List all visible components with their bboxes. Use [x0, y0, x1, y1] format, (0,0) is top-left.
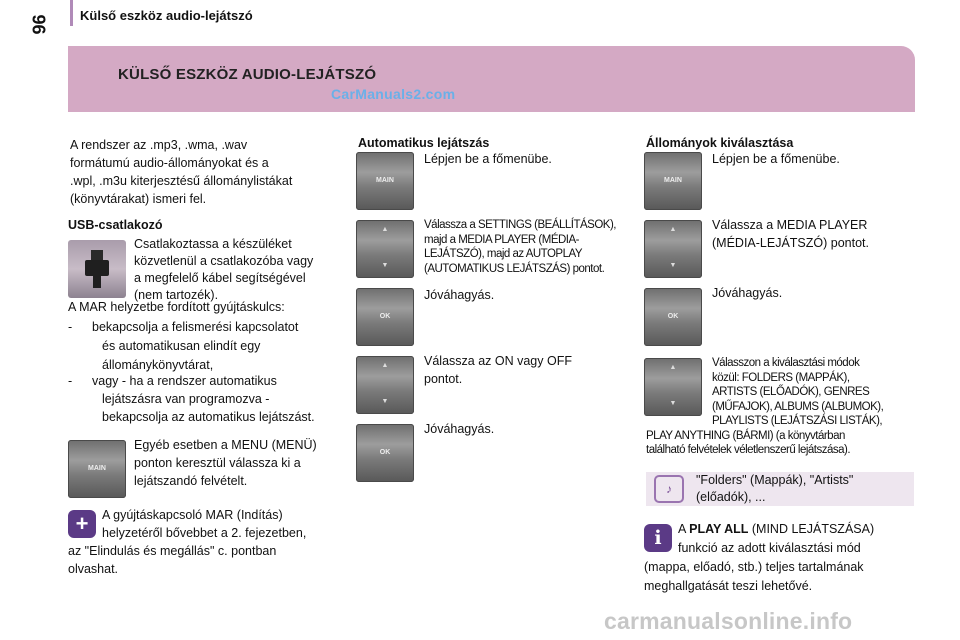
arrow-buttons-image: ▲ ▼ [356, 220, 414, 278]
section-banner: KÜLSŐ ESZKÖZ AUDIO-LEJÁTSZÓ CarManuals2.… [68, 46, 915, 112]
intro-text: A rendszer az .mp3, .wma, .wav formátumú… [70, 138, 293, 206]
auto-step-1: Lépjen be a főmenübe. [424, 152, 552, 166]
info-icon: i [644, 524, 672, 552]
playall-text: A PLAY ALL (MIND LEJÁTSZÁSA) funkció az … [644, 522, 875, 593]
ok-button-image: OK [644, 288, 702, 346]
folders-note-text: "Folders" (Mappák), "Artists" (előadók),… [696, 473, 854, 504]
auto-step-3: Jóváhagyás. [424, 288, 495, 302]
ok-button-image: OK [356, 424, 414, 482]
footer-watermark: carmanualsonline.info [604, 608, 853, 634]
plus-icon: + [68, 510, 96, 538]
auto-step-4: Válassza az ON vagy OFF pontot. [424, 354, 572, 386]
ignition-text: A MAR helyzetbe fordított gyújtáskulcs: [68, 300, 285, 314]
header-title: Külső eszköz audio-lejátszó [80, 8, 253, 23]
arrow-buttons-image: ▲ ▼ [644, 358, 702, 416]
file-step-1: Lépjen be a főmenübe. [712, 152, 840, 166]
page-number: 96 [28, 14, 49, 35]
file-select-heading: Állományok kiválasztása [646, 136, 794, 150]
file-step-3: Jóváhagyás. [712, 286, 783, 300]
arrow-buttons-image: ▲ ▼ [356, 356, 414, 414]
note-text: A gyújtáskapcsoló MAR (Indítás) helyzeté… [68, 508, 307, 576]
bullet-item-1: - bekapcsolja a felismerési kapcsolatot … [68, 320, 299, 372]
usb-heading: USB-csatlakozó [68, 218, 163, 232]
banner-title: KÜLSŐ ESZKÖZ AUDIO-LEJÁTSZÓ [118, 66, 377, 83]
main-button-image: MAIN [68, 440, 126, 498]
auto-step-2: Válassza a SETTINGS (BEÁLLÍTÁSOK), majd … [424, 219, 616, 275]
file-step-4: Válasszon a kiválasztási módok közül: FO… [646, 357, 884, 456]
bullet-marker: - [68, 374, 73, 388]
folders-note-box: ♪ "Folders" (Mappák), "Artists" (előadók… [646, 472, 914, 506]
file-step-2: Válassza a MEDIA PLAYER (MÉDIA-LEJÁTSZÓ)… [712, 218, 869, 250]
main-button-image: MAIN [356, 152, 414, 210]
bullet-marker: - [68, 320, 73, 334]
header-rule [70, 0, 73, 26]
ok-button-image: OK [356, 288, 414, 346]
usb-plug-icon [85, 250, 109, 288]
bullet-item-2: - vagy - ha a rendszer automatikus leját… [68, 374, 315, 424]
watermark-link[interactable]: CarManuals2.com [331, 86, 456, 102]
other-text: Egyéb esetben a MENU (MENÜ) ponton keres… [134, 438, 317, 488]
auto-play-heading: Automatikus lejátszás [358, 136, 490, 150]
usb-connector-image [68, 240, 126, 298]
auto-step-5: Jóváhagyás. [424, 422, 495, 436]
usb-text: Csatlakoztassa a készüléket közvetlenül … [134, 237, 314, 302]
main-button-image: MAIN [644, 152, 702, 210]
arrow-buttons-image: ▲ ▼ [644, 220, 702, 278]
folder-music-icon: ♪ [654, 475, 684, 503]
